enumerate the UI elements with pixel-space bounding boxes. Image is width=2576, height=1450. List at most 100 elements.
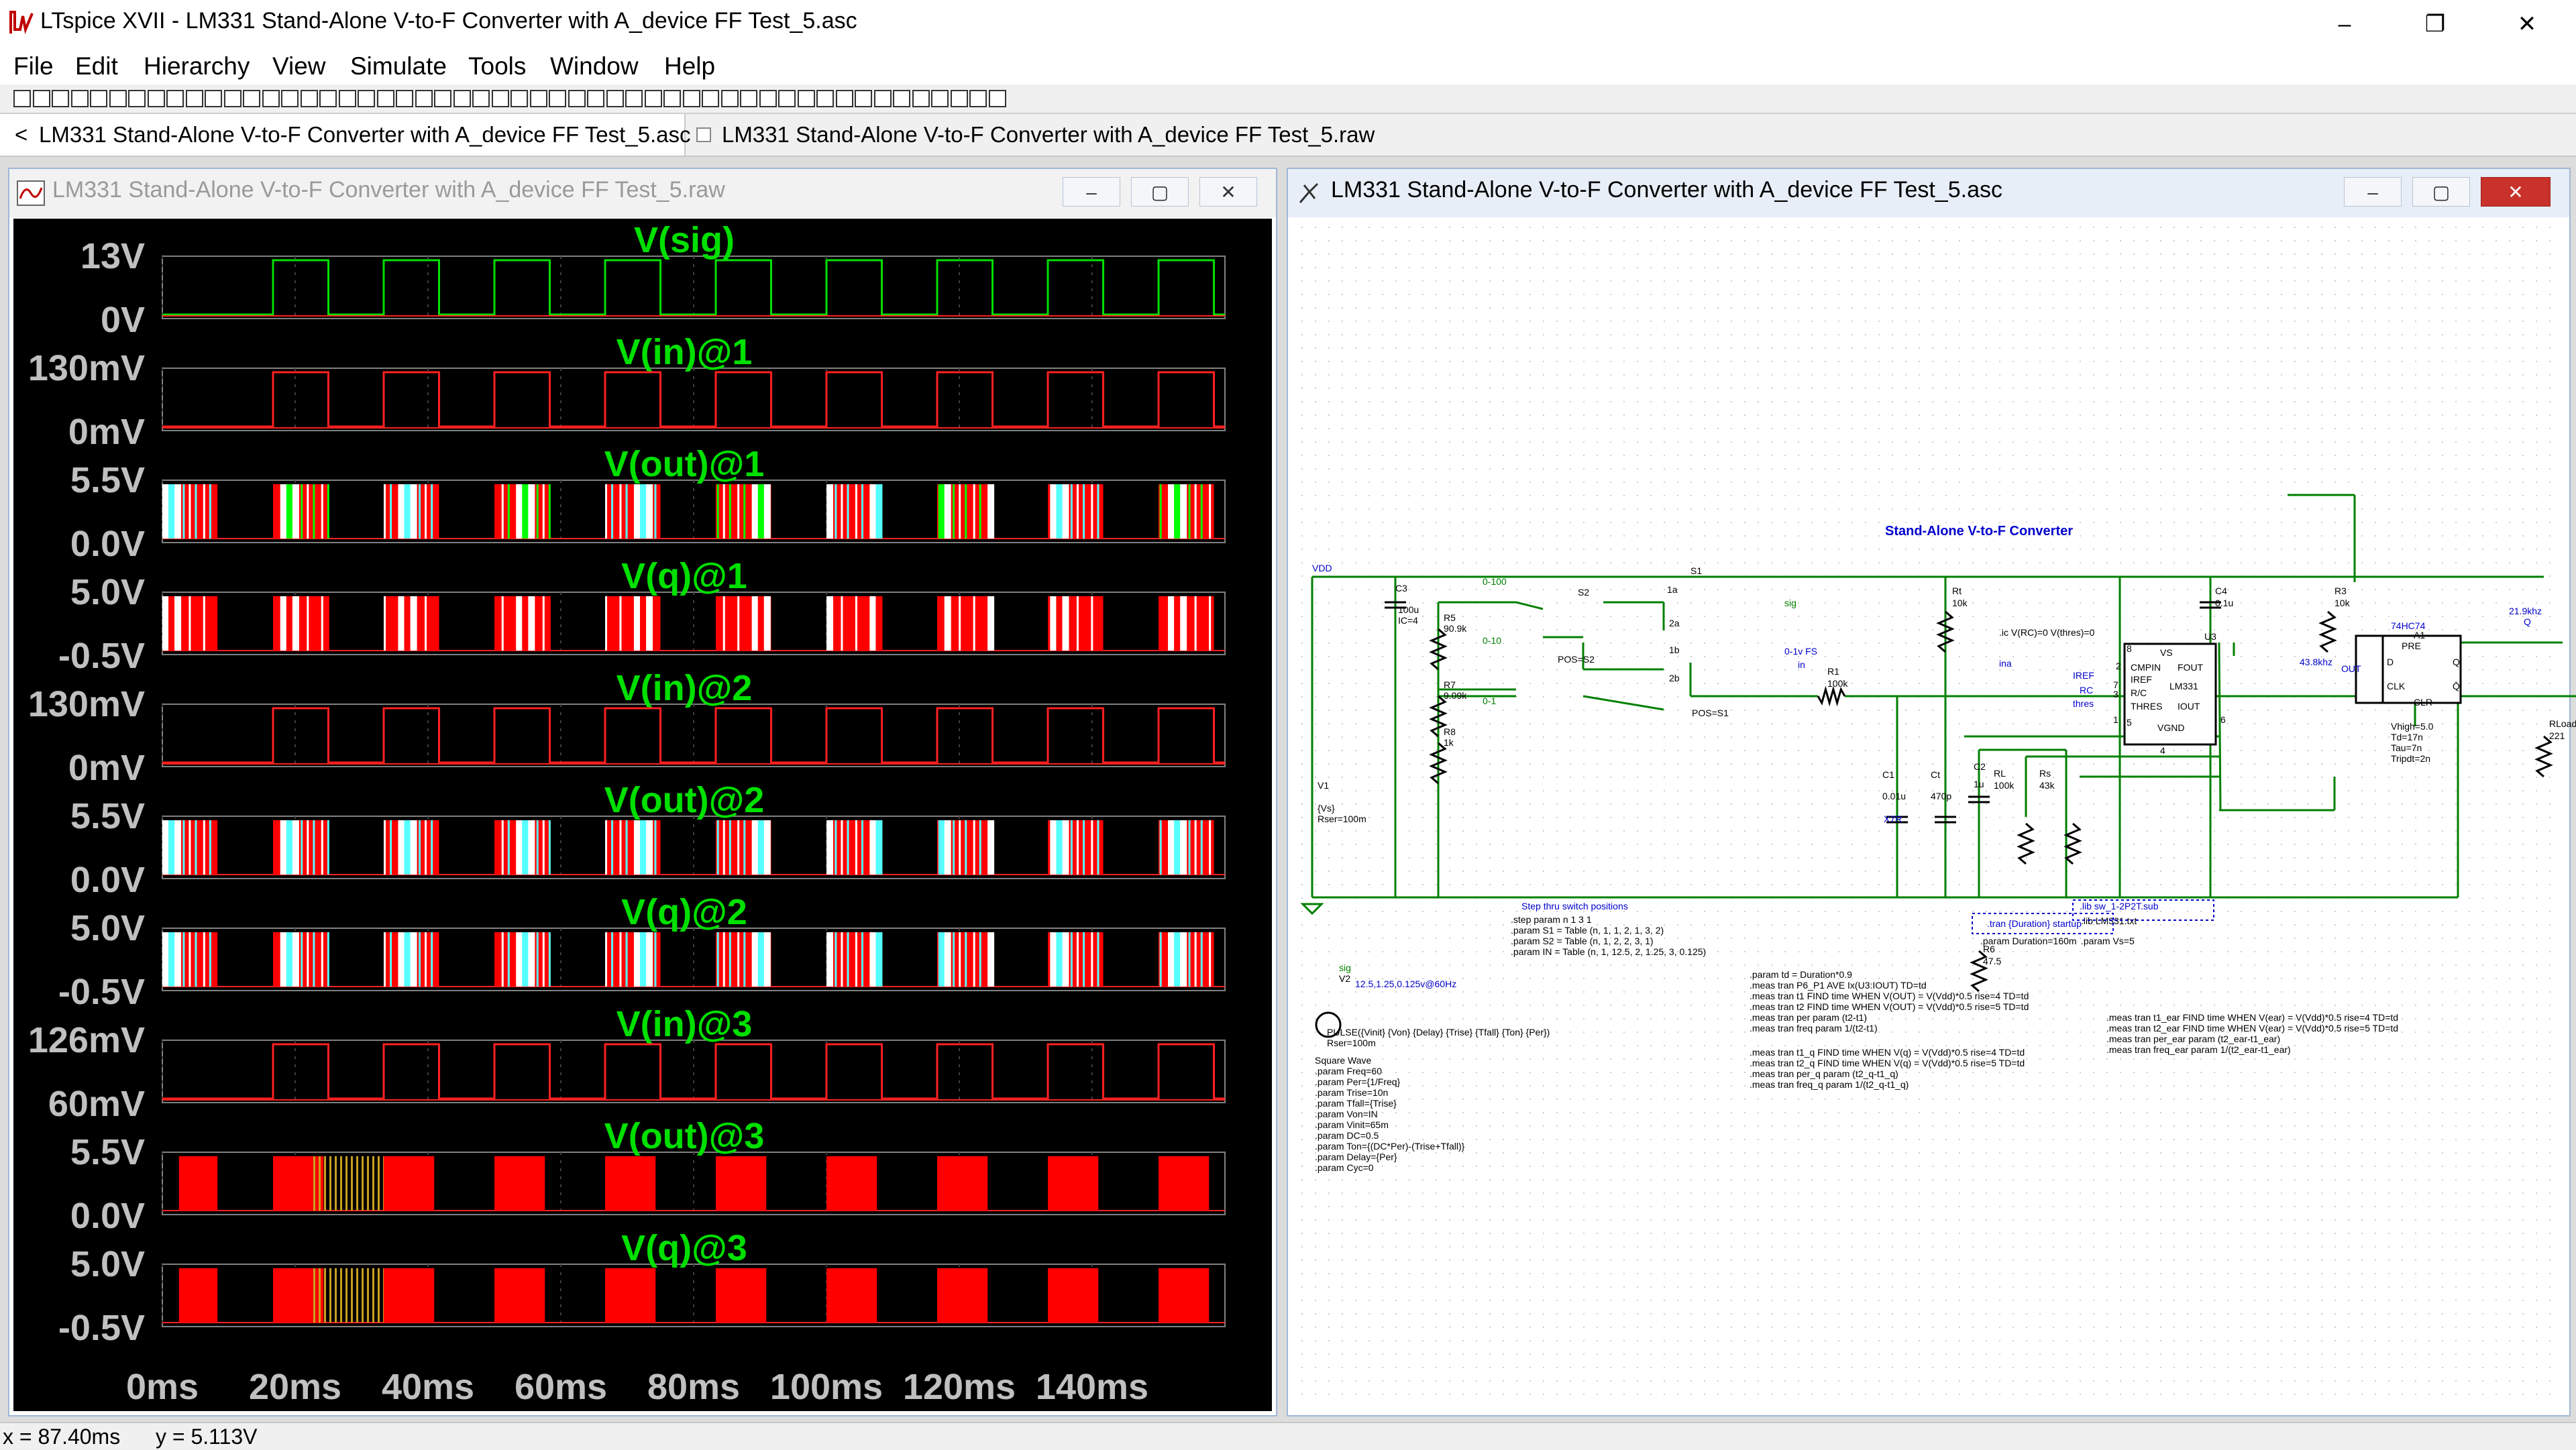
toolbar-button-icon[interactable] — [644, 90, 662, 107]
close-button[interactable]: ✕ — [2517, 11, 2537, 37]
toolbar-button-icon[interactable] — [338, 90, 356, 107]
toolbar-button-icon[interactable] — [568, 90, 586, 107]
toolbar-button-icon[interactable] — [205, 90, 222, 107]
schematic-canvas[interactable]: Stand-Alone V-to-F ConverterVDDC3100uIC=… — [1300, 227, 2576, 1407]
burst-stripe — [431, 932, 433, 987]
burst-stripe — [743, 820, 746, 875]
toolbar-button-icon[interactable] — [893, 90, 910, 107]
x-axis-tick-label: 0ms — [126, 1367, 199, 1407]
burst-stripe — [875, 820, 883, 875]
toolbar-button-icon[interactable] — [873, 90, 892, 107]
toolbar-button-icon[interactable] — [529, 90, 547, 107]
toolbar-button-icon[interactable] — [969, 90, 987, 107]
menu-view[interactable]: View — [272, 52, 326, 80]
waveform-maximize-button[interactable]: ▢ — [1131, 177, 1189, 207]
toolbar-button-icon[interactable] — [606, 90, 624, 107]
toolbar-button-icon[interactable] — [13, 90, 31, 107]
toolbar-button-icon[interactable] — [300, 90, 318, 107]
toolbar-button-icon[interactable] — [32, 90, 50, 107]
toolbar-button-icon[interactable] — [912, 90, 930, 107]
burst-stripe — [869, 932, 877, 987]
toolbar-button-icon[interactable] — [625, 90, 643, 107]
waveform-close-button[interactable]: ✕ — [1199, 177, 1257, 207]
burst-stripe — [321, 596, 323, 651]
toolbar-button-icon[interactable] — [128, 90, 146, 107]
toolbar-button-icon[interactable] — [185, 90, 203, 107]
toolbar-button-icon[interactable] — [147, 90, 165, 107]
toolbar-button-icon[interactable] — [759, 90, 777, 107]
toolbar-button-icon[interactable] — [682, 90, 700, 107]
toolbar-button-icon[interactable] — [415, 90, 433, 107]
menu-tools[interactable]: Tools — [468, 52, 527, 80]
toolbar-button-icon[interactable] — [376, 90, 394, 107]
toolbar-button-icon[interactable] — [855, 90, 872, 107]
burst-stripe — [321, 484, 323, 539]
toolbar-button-icon[interactable] — [587, 90, 604, 107]
burst-stripe — [209, 932, 211, 987]
toolbar-button-icon[interactable] — [358, 90, 375, 107]
toolbar-button-icon[interactable] — [816, 90, 834, 107]
tab-waveform[interactable]: LM331 Stand-Alone V-to-F Converter with … — [691, 114, 1375, 156]
burst-stripe — [301, 484, 303, 539]
burst-stripe — [953, 820, 955, 875]
toolbar-button-icon[interactable] — [90, 90, 107, 107]
toolbar-button-icon[interactable] — [396, 90, 413, 107]
toolbar-button-icon[interactable] — [166, 90, 184, 107]
burst-stripe — [944, 820, 951, 875]
schematic-label: 47.5 — [1983, 956, 2001, 966]
toolbar-button-icon[interactable] — [109, 90, 127, 107]
minimize-button[interactable]: – — [2338, 11, 2351, 37]
burst-stripe — [965, 932, 967, 987]
toolbar-button-icon[interactable] — [720, 90, 739, 107]
schematic-close-button[interactable]: ✕ — [2481, 177, 2551, 207]
resistor-symbol — [1429, 628, 1448, 671]
toolbar-button-icon[interactable] — [453, 90, 471, 107]
menu-file[interactable]: File — [13, 52, 54, 80]
restore-button[interactable]: ❐ — [2424, 11, 2446, 37]
plot-pane: 5.5V0.0VV(out)@2 — [70, 780, 1226, 900]
burst-stripe — [378, 1156, 380, 1211]
burst-stripe — [542, 820, 545, 875]
toolbar-button-icon[interactable] — [835, 90, 853, 107]
toolbar-button-icon[interactable] — [931, 90, 949, 107]
toolbar-button-icon[interactable] — [702, 90, 719, 107]
tab-schematic[interactable]: < LM331 Stand-Alone V-to-F Converter wit… — [0, 114, 691, 156]
menu-window[interactable]: Window — [550, 52, 639, 80]
toolbar-button-icon[interactable] — [950, 90, 968, 107]
toolbar-button-icon[interactable] — [70, 90, 89, 107]
burst-stripe — [835, 820, 837, 875]
schematic-label: VS — [2160, 647, 2173, 658]
y-axis-top-label: 5.0V — [70, 572, 145, 612]
toolbar-button-icon[interactable] — [52, 90, 69, 107]
toolbar-button-icon[interactable] — [491, 90, 509, 107]
waveform-plot[interactable]: 13V0VV(sig)130mV0mVV(in)@15.5V0.0VV(out)… — [13, 219, 1272, 1411]
menu-help[interactable]: Help — [664, 52, 716, 80]
burst-stripe — [195, 484, 197, 539]
menu-simulate[interactable]: Simulate — [350, 52, 447, 80]
menu-hierarchy[interactable]: Hierarchy — [144, 52, 250, 80]
y-axis-top-label: 5.5V — [70, 796, 145, 836]
schematic-minimize-button[interactable]: – — [2344, 177, 2402, 207]
toolbar-button-icon[interactable] — [511, 90, 528, 107]
toolbar-button-icon[interactable] — [778, 90, 796, 107]
toolbar-button-icon[interactable] — [223, 90, 241, 107]
burst-stripe — [507, 484, 510, 539]
toolbar-button-icon[interactable] — [319, 90, 337, 107]
toolbar-button-icon[interactable] — [472, 90, 490, 107]
menu-edit[interactable]: Edit — [75, 52, 118, 80]
schematic-label: 5 — [2127, 717, 2132, 728]
schematic-label: .param Per={1/Freq} — [1315, 1076, 1401, 1087]
burst-stripe — [209, 596, 211, 651]
toolbar-button-icon[interactable] — [434, 90, 451, 107]
waveform-minimize-button[interactable]: – — [1063, 177, 1120, 207]
toolbar-button-icon[interactable] — [663, 90, 681, 107]
toolbar-button-icon[interactable] — [549, 90, 566, 107]
schematic-label: S1 — [1690, 565, 1702, 576]
toolbar-button-icon[interactable] — [243, 90, 260, 107]
toolbar-button-icon[interactable] — [988, 90, 1006, 107]
toolbar-button-icon[interactable] — [262, 90, 280, 107]
schematic-maximize-button[interactable]: ▢ — [2412, 177, 2470, 207]
toolbar-button-icon[interactable] — [797, 90, 815, 107]
toolbar-button-icon[interactable] — [740, 90, 757, 107]
toolbar-button-icon[interactable] — [281, 90, 299, 107]
